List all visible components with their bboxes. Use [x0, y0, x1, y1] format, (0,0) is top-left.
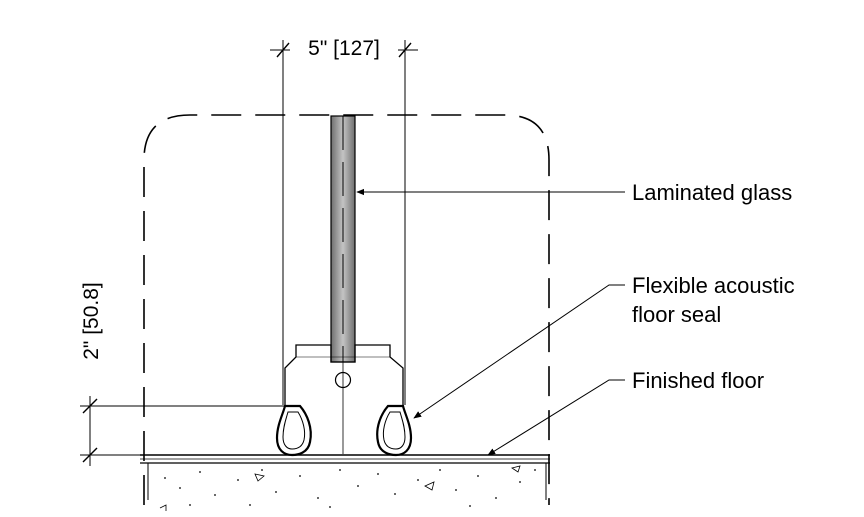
height-dimension-label: 2" [50.8] [80, 282, 103, 360]
seal-callout-label-line1: Flexible acoustic [632, 273, 795, 298]
concrete-slab-hatch [147, 463, 547, 511]
height-tick-top [82, 398, 98, 414]
height-tick-bottom [82, 447, 98, 463]
seal-callout-label-line2: floor seal [632, 302, 721, 327]
section-boundary-dashed [143, 114, 550, 505]
width-dimension-label: 5" [127] [308, 37, 380, 60]
floor-callout-label: Finished floor [632, 368, 764, 393]
floor-leader-line [487, 379, 625, 456]
glass-callout-label: Laminated glass [632, 180, 792, 205]
acoustic-seal-right [376, 404, 413, 457]
acoustic-seal-left [275, 404, 312, 457]
width-tick-right [398, 42, 412, 58]
width-tick-left [276, 42, 290, 58]
seal-leader-line [413, 284, 625, 419]
